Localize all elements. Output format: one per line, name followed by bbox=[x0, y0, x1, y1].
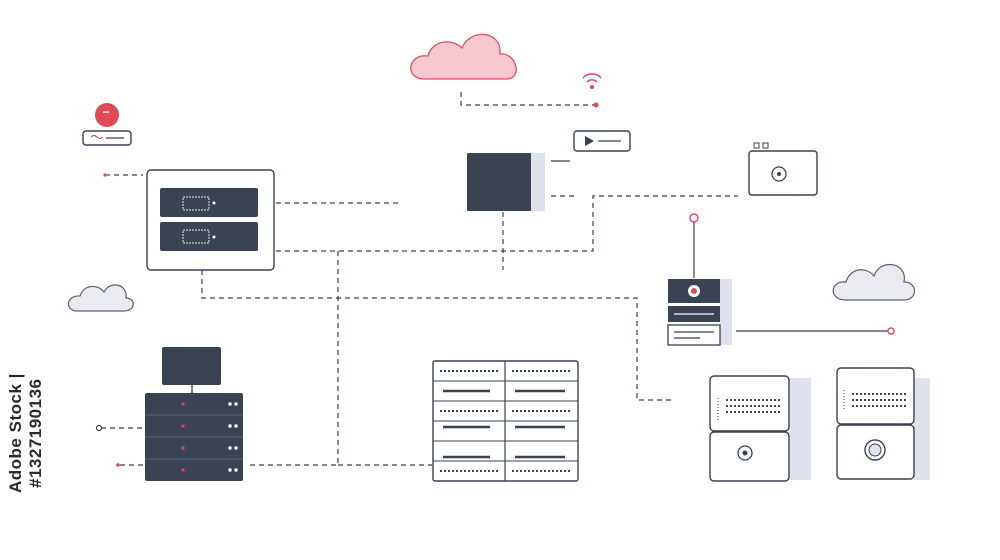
cloud-icon bbox=[410, 33, 517, 80]
patch-panel-icon bbox=[432, 360, 579, 482]
link-cloud-to-router bbox=[460, 92, 596, 106]
alert-icon bbox=[95, 103, 119, 127]
connector-dot bbox=[887, 327, 895, 335]
server-rack-icon bbox=[146, 169, 275, 271]
connection-lines bbox=[101, 92, 890, 466]
stock-watermark-id: Adobe Stock | #1327190136 bbox=[6, 373, 45, 493]
speaker-icon bbox=[836, 367, 930, 480]
link-rack-to-camera bbox=[276, 195, 738, 252]
camera-icon bbox=[748, 142, 818, 196]
cloud-icon bbox=[832, 263, 916, 301]
connector-dot bbox=[116, 463, 120, 467]
alert-label-pill bbox=[82, 130, 132, 146]
monitor-icon bbox=[162, 347, 221, 393]
cloud-icon bbox=[67, 284, 134, 312]
play-icon[interactable] bbox=[573, 130, 631, 152]
connector-dot bbox=[95, 424, 103, 432]
server-tower-icon bbox=[145, 393, 243, 481]
server-cube-icon bbox=[467, 153, 545, 211]
connector-dot bbox=[103, 173, 107, 177]
speaker-icon bbox=[709, 375, 811, 482]
location-pin-icon bbox=[689, 213, 699, 223]
link-rack-vertical bbox=[248, 251, 339, 466]
link-rack-to-speakers bbox=[201, 270, 672, 401]
wifi-icon bbox=[582, 73, 602, 108]
small-server-icon bbox=[667, 279, 732, 346]
